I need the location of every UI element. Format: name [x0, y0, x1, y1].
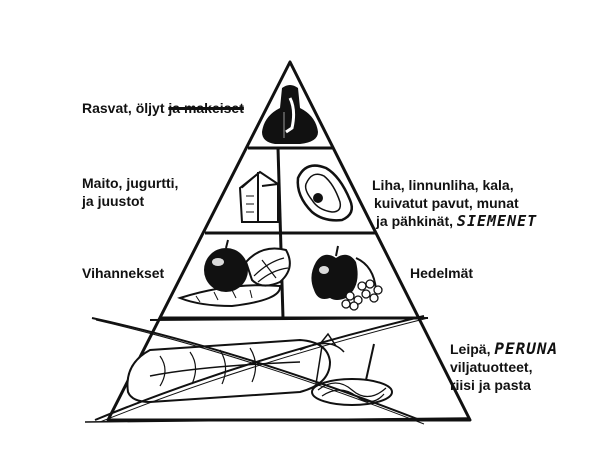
- meat-label-line: kuivatut pavut, munat: [374, 195, 519, 211]
- fats-label-text: Rasvat, öljyt: [82, 100, 165, 116]
- vegetables-icon: [177, 239, 291, 308]
- grains-label-line: Leipä,: [450, 341, 491, 357]
- milk-carton-icon: [238, 170, 279, 223]
- pyramid-outline: [84, 60, 472, 423]
- oil-bottle-icon: [262, 85, 318, 144]
- cross-out-mark: [91, 315, 429, 425]
- steak-icon: [296, 164, 353, 222]
- grains-label-line: viljatuotteet,: [450, 359, 533, 375]
- fruits-label: Hedelmät: [410, 265, 474, 281]
- fats-label-struck: ja makeiset: [168, 100, 244, 116]
- meat-label-line: Liha, linnunliha, kala,: [372, 177, 514, 193]
- fruits-icon: [311, 245, 383, 311]
- dairy-label: Maito, jugurtti, ja juustot: [82, 174, 178, 210]
- dairy-label-line: ja juustot: [82, 193, 145, 209]
- grains-label: Leipä, PERUNA viljatuotteet, riisi ja pa…: [450, 340, 558, 394]
- fats-label: Rasvat, öljyt ja makeiset: [82, 99, 244, 117]
- handwritten-seeds: SIEMENET: [456, 212, 538, 230]
- grains-label-line: riisi ja pasta: [450, 377, 531, 393]
- meat-label: Liha, linnunliha, kala, kuivatut pavut, …: [372, 176, 537, 230]
- handwritten-potato: PERUNA: [494, 339, 559, 358]
- dairy-label-line: Maito, jugurtti,: [82, 175, 179, 191]
- meat-label-line: ja pähkinät,: [376, 213, 454, 229]
- vegetables-label: Vihannekset: [82, 265, 165, 281]
